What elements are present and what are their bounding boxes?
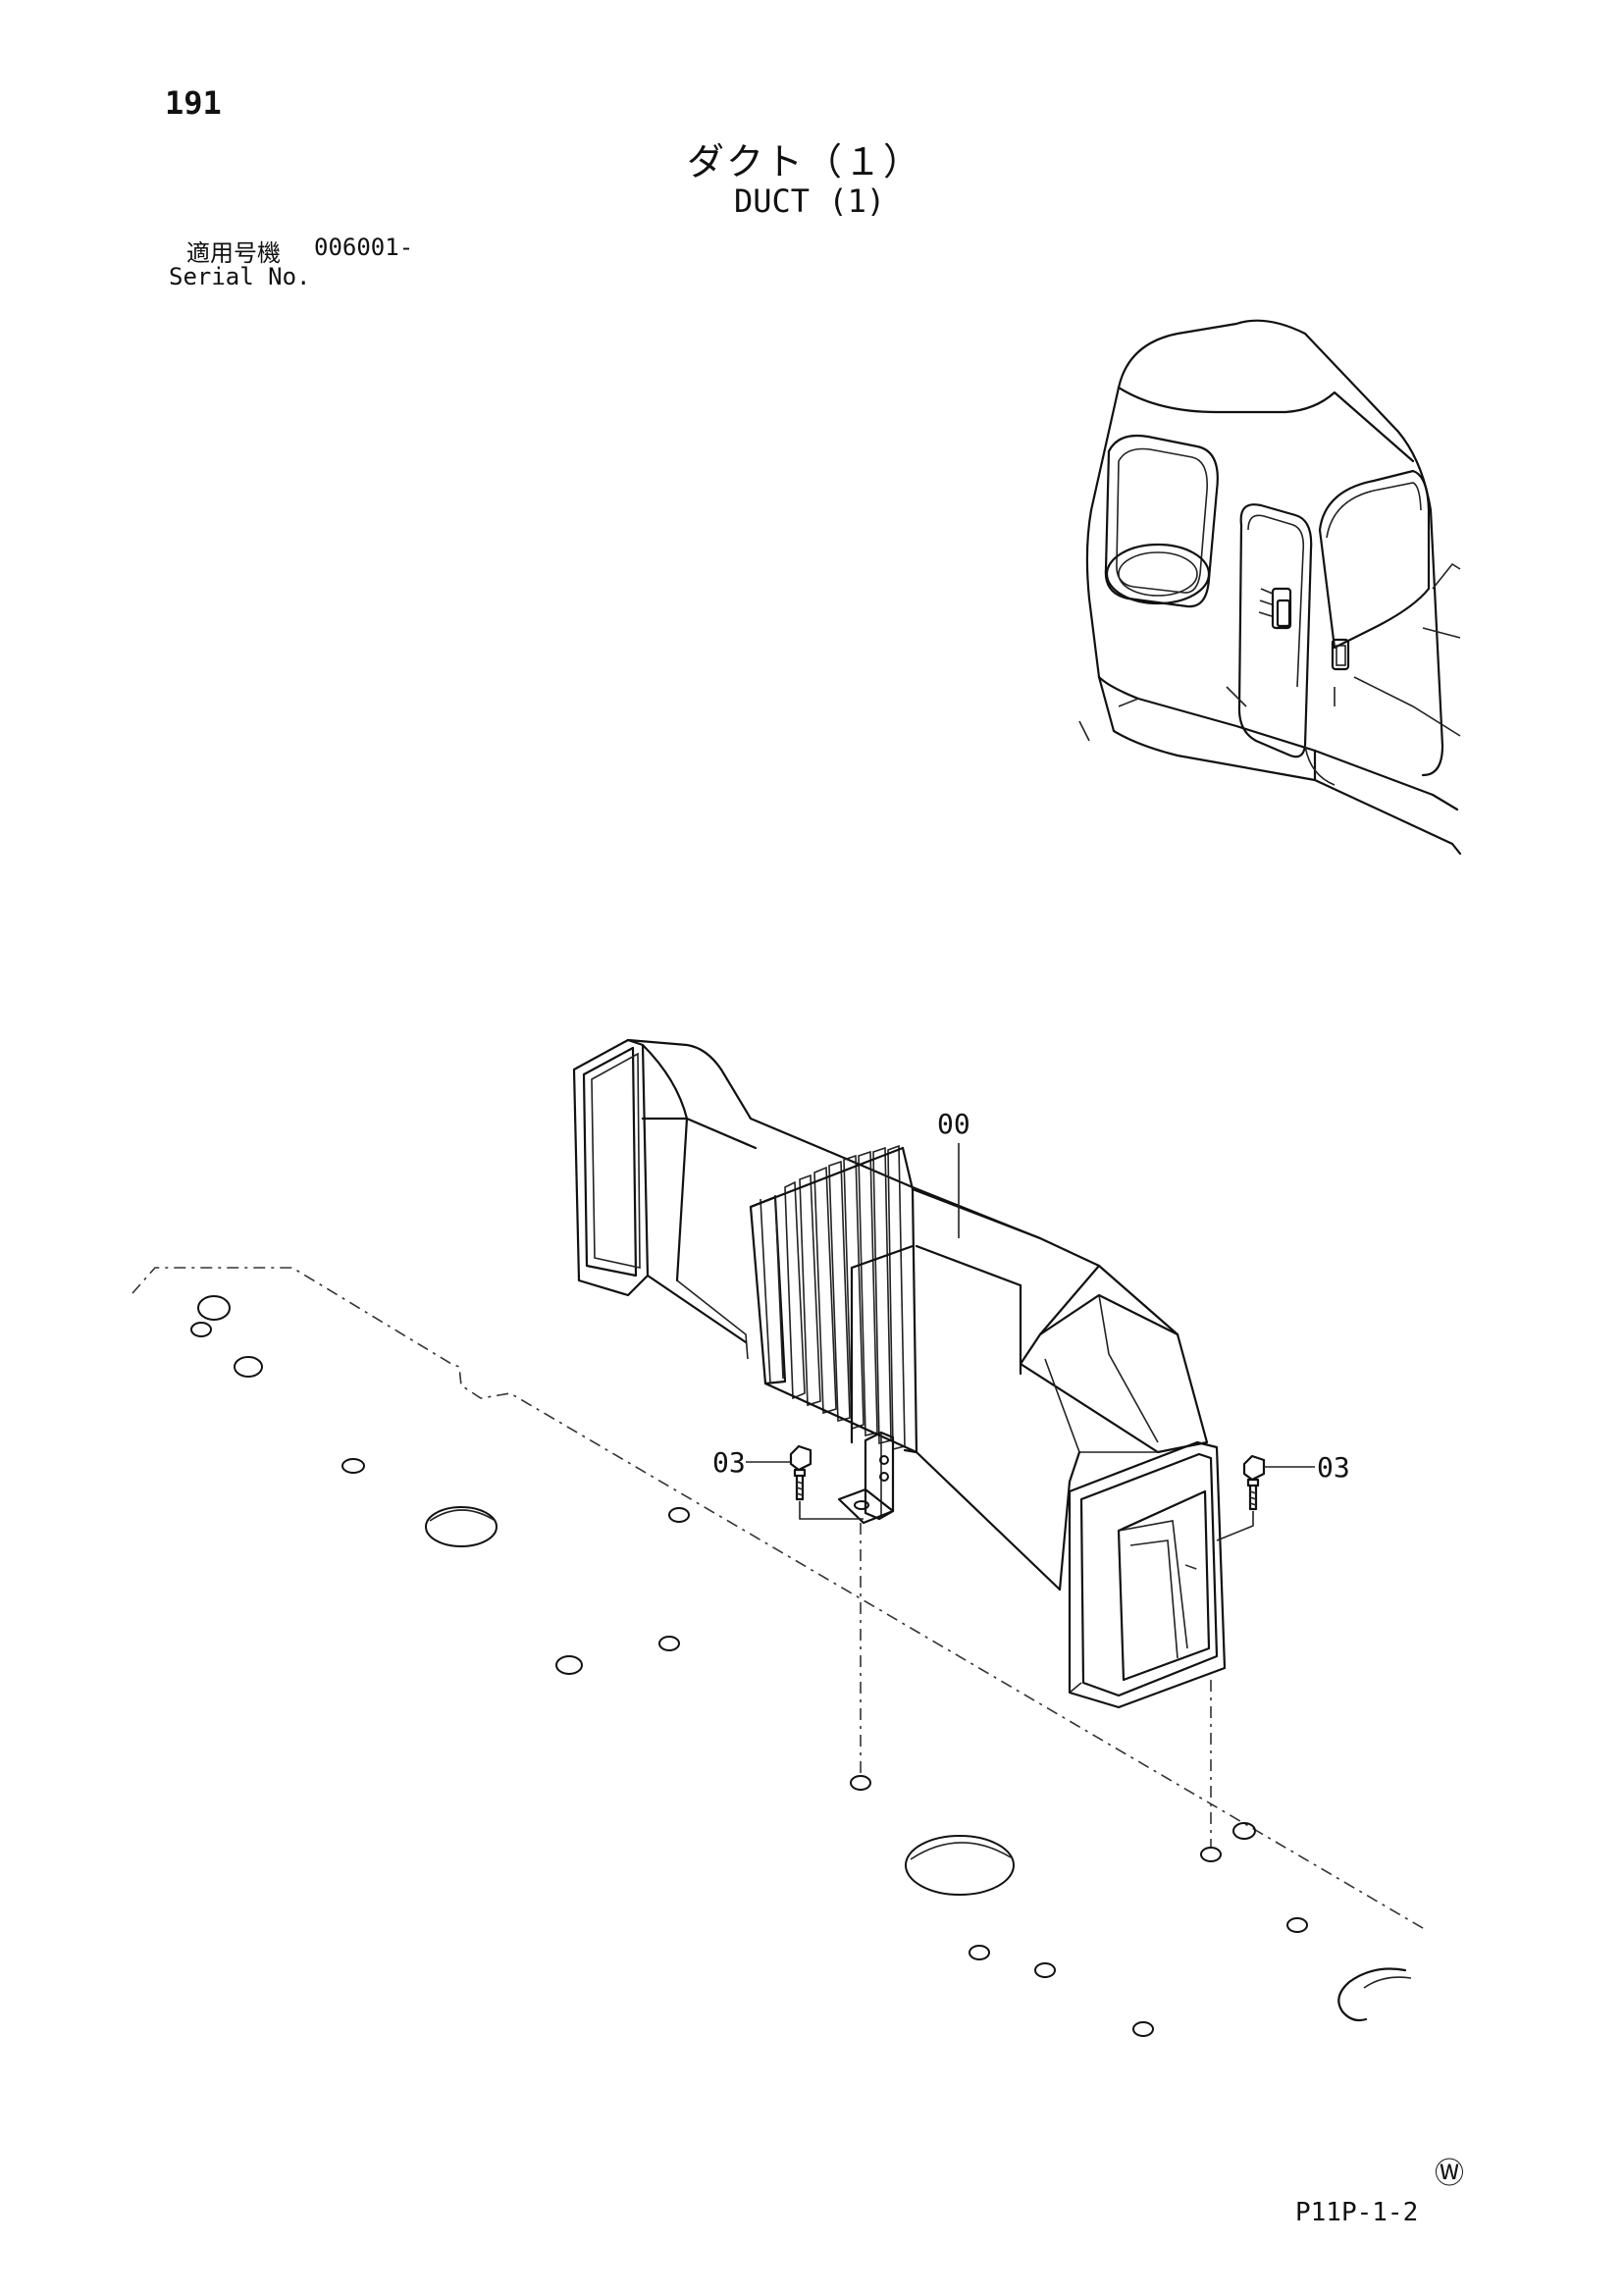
title-english: DUCT (1) (734, 183, 886, 220)
serial-number-value: 006001- (314, 234, 414, 261)
bolt-left (746, 1444, 864, 1520)
cab-location-inset (1078, 319, 1462, 856)
page-number: 191 (165, 84, 222, 122)
duct-outlet (1068, 1440, 1227, 1709)
watermark-mark: Ⓦ (1435, 2157, 1464, 2191)
callout-duct-00: 00 (937, 1108, 970, 1140)
duct-assembly (572, 1038, 1315, 1847)
title-japanese: ダクト（１） (687, 140, 923, 183)
serial-label-english: Serial No. (169, 263, 311, 290)
bolt-right (1216, 1454, 1315, 1541)
base-plate (131, 1267, 1429, 2037)
mounting-bracket (837, 1431, 895, 1525)
duct-bellows (749, 1144, 918, 1454)
serial-label-japanese: 適用号機 (186, 239, 281, 267)
callout-bolt-left-03: 03 (712, 1446, 746, 1479)
drawing-code: P11P-1-2 (1295, 2198, 1419, 2227)
callout-bolt-right-03: 03 (1317, 1451, 1350, 1484)
